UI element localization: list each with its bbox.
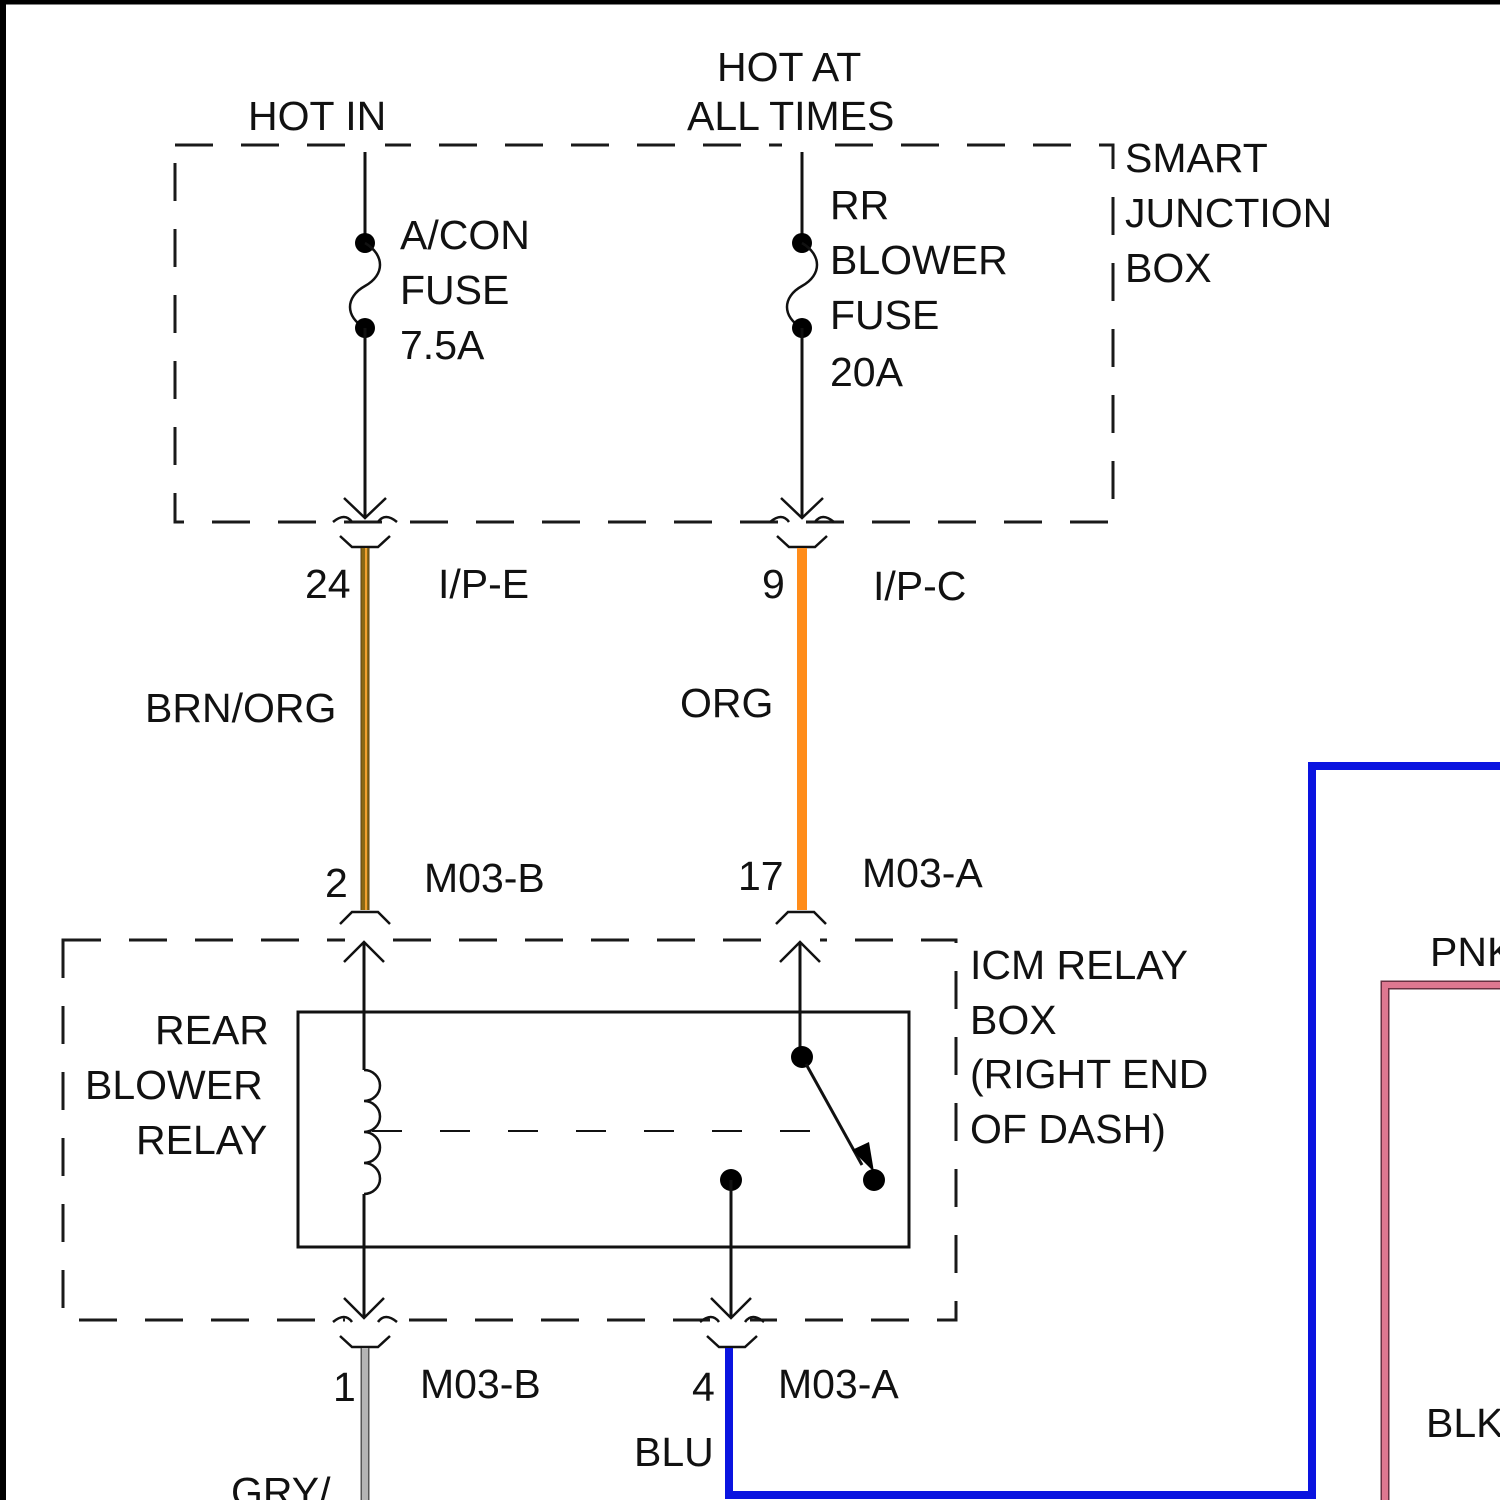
m03b-bottom-pin-label: 1	[333, 1364, 356, 1410]
ipc-pin-label: 9	[762, 561, 785, 607]
m03a-top-pin-label: 17	[738, 853, 784, 899]
smart-junction-box-label-3: BOX	[1125, 245, 1212, 291]
acon-fuse-label-3: 7.5A	[400, 322, 485, 368]
switch-common-contact	[791, 1046, 813, 1068]
sjb-gap-left	[345, 138, 385, 152]
icm-relay-box-label-2: BOX	[970, 997, 1057, 1043]
rr-blower-fuse-label-4: 20A	[830, 349, 904, 395]
blk-wire-label: BLK	[1426, 1400, 1500, 1446]
switch-no-contact	[863, 1169, 885, 1191]
rear-blower-relay-label-1: REAR	[155, 1007, 269, 1053]
brn-org-wire-label: BRN/ORG	[145, 685, 336, 731]
m03a-bottom-pin-label: 4	[692, 1364, 715, 1410]
ipc-connector-label: I/P-C	[873, 563, 966, 609]
m03a-bottom-connector-label: M03-A	[778, 1361, 899, 1407]
ipe-pin-label: 24	[305, 561, 351, 607]
org-wire-label: ORG	[680, 680, 773, 726]
pnk-wire-label: PNK	[1430, 929, 1500, 975]
gry-wire-label: GRY/	[231, 1469, 331, 1500]
rear-blower-relay-body	[298, 1012, 909, 1247]
smart-junction-box-label-2: JUNCTION	[1125, 190, 1332, 236]
rr-blower-fuse-label-2: BLOWER	[830, 237, 1008, 283]
m03b-top-pin-label: 2	[325, 860, 348, 906]
hot-at-label: HOT AT	[717, 44, 861, 90]
acon-fuse-label-1: A/CON	[400, 212, 530, 258]
rr-blower-fuse-label-1: RR	[830, 182, 889, 228]
hot-in-label: HOT IN	[248, 93, 386, 139]
rr-blower-fuse-label-3: FUSE	[830, 292, 939, 338]
switch-arm-tip	[852, 1142, 874, 1172]
m03b-bottom-connector-label: M03-B	[420, 1361, 541, 1407]
m03a-top-connector-label: M03-A	[862, 850, 983, 896]
smart-junction-box-outline	[175, 145, 1113, 522]
m03a-top-connector-symbol	[776, 912, 826, 924]
m03b-top-connector-label: M03-B	[424, 855, 545, 901]
rr-blower-fuse-symbol	[787, 243, 817, 328]
smart-junction-box-label-1: SMART	[1125, 135, 1268, 181]
acon-fuse-symbol	[350, 243, 380, 328]
acon-fuse-label-2: FUSE	[400, 267, 509, 313]
icm-relay-box-label-1: ICM RELAY	[970, 942, 1188, 988]
sjb-gap-right	[782, 138, 822, 152]
icm-relay-box-label-4: OF DASH)	[970, 1106, 1166, 1152]
all-times-label: ALL TIMES	[687, 93, 894, 139]
m03b-top-connector-symbol	[340, 912, 390, 924]
icm-relay-box-label-3: (RIGHT END	[970, 1051, 1208, 1097]
blu-wire-label: BLU	[634, 1429, 714, 1475]
ipe-connector-label: I/P-E	[438, 561, 529, 607]
rear-blower-relay-label-3: RELAY	[136, 1117, 267, 1163]
rear-blower-relay-label-2: BLOWER	[85, 1062, 263, 1108]
